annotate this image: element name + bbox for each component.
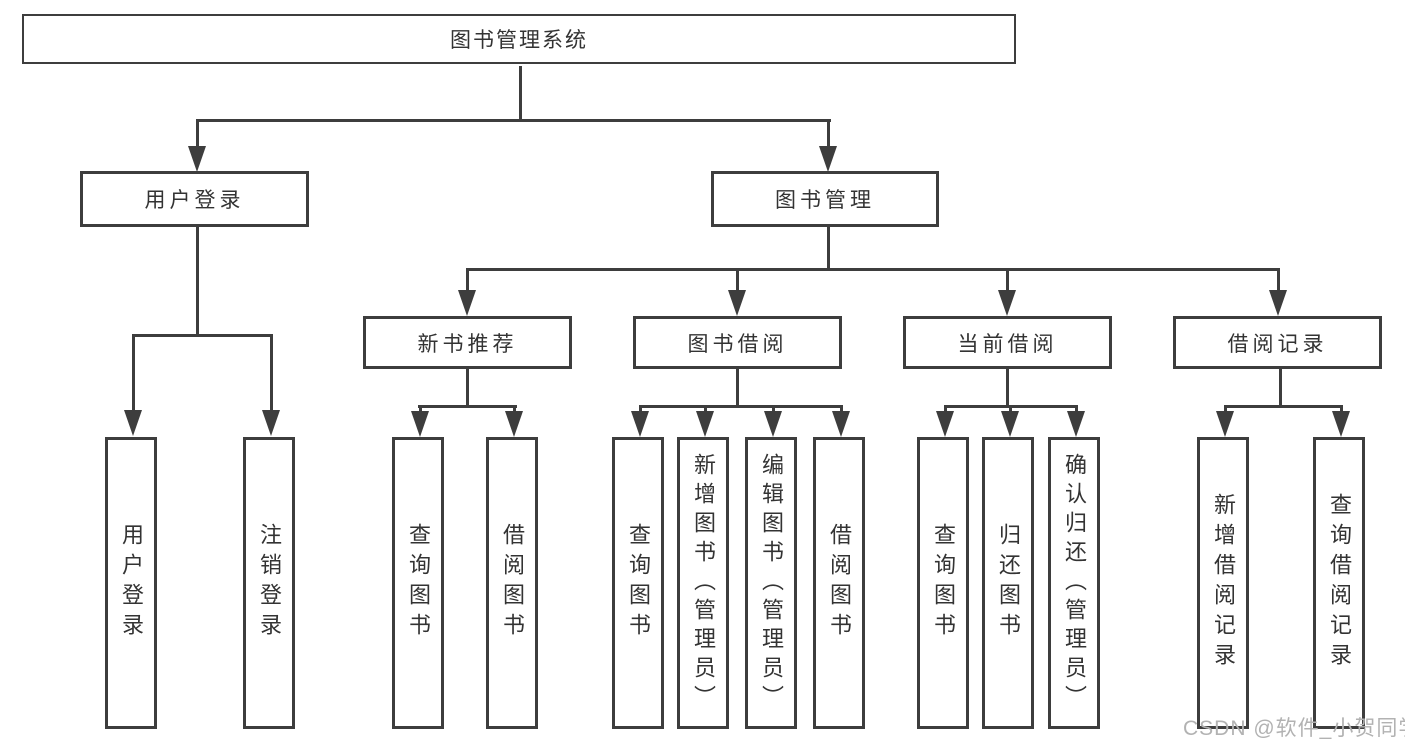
arrowhead-leaf-borrow2-icon	[832, 411, 850, 437]
leaf-logout-label: 注销登录	[257, 523, 282, 643]
node-borrow-records: 借阅记录	[1173, 316, 1382, 369]
leaf-query-borrow-record: 查询借阅记录	[1313, 437, 1365, 729]
leaf-logout: 注销登录	[243, 437, 295, 729]
node-new-book-recommend-label: 新书推荐	[417, 332, 518, 356]
connector-record-split	[1224, 405, 1343, 408]
connector-to-leaf-login	[132, 334, 135, 412]
connector-root-stem	[519, 66, 522, 122]
leaf-borrow-book-2: 借阅图书	[813, 437, 865, 729]
connector-to-current	[1006, 268, 1009, 294]
connector-user-login-split	[132, 334, 273, 337]
arrowhead-leaf-login-icon	[124, 410, 142, 436]
arrowhead-borrow-icon	[728, 290, 746, 316]
leaf-borrow-book-1: 借阅图书	[486, 437, 538, 729]
node-user-login-label: 用户登录	[144, 189, 245, 212]
node-book-management-label: 图书管理	[775, 189, 875, 212]
connector-to-record	[1277, 268, 1280, 294]
arrowhead-leaf-return-icon	[1001, 411, 1019, 437]
connector-to-leaf-logout	[270, 334, 273, 412]
leaf-borrow-book-2-label: 借阅图书	[827, 523, 852, 643]
arrowhead-leaf-query1-icon	[411, 411, 429, 437]
leaf-add-borrow-record: 新增借阅记录	[1197, 437, 1249, 729]
leaf-edit-book-admin: 编辑图书（管理员）	[745, 437, 797, 729]
leaf-borrow-book-1-label: 借阅图书	[500, 523, 525, 643]
connector-borrow-split	[639, 405, 843, 408]
leaf-user-login-label: 用户登录	[119, 523, 144, 643]
arrowhead-leaf-add-book-icon	[696, 411, 714, 437]
arrowhead-leaf-query2-icon	[631, 411, 649, 437]
leaf-query-book-3: 查询图书	[917, 437, 969, 729]
leaf-query-book-3-label: 查询图书	[931, 523, 956, 643]
connector-book-management-split	[468, 268, 1280, 271]
leaf-add-borrow-record-label: 新增借阅记录	[1211, 493, 1236, 673]
leaf-confirm-return-admin-label: 确认归还（管理员）	[1062, 452, 1087, 714]
leaf-add-book-admin: 新增图书（管理员）	[677, 437, 729, 729]
node-book-management: 图书管理	[711, 171, 939, 227]
leaf-return-book: 归还图书	[982, 437, 1034, 729]
node-library-system: 图书管理系统	[22, 14, 1016, 64]
arrowhead-leaf-borrow1-icon	[505, 411, 523, 437]
connector-record-stem	[1279, 369, 1282, 408]
leaf-user-login: 用户登录	[105, 437, 157, 729]
leaf-return-book-label: 归还图书	[996, 523, 1021, 643]
connector-user-login-stem	[196, 227, 199, 337]
arrowhead-leaf-query-record-icon	[1332, 411, 1350, 437]
node-current-borrow-label: 当前借阅	[957, 332, 1058, 356]
connector-to-new-book	[466, 268, 469, 294]
connector-to-book-management	[827, 119, 830, 151]
leaf-query-book-1: 查询图书	[392, 437, 444, 729]
arrowhead-leaf-edit-book-icon	[764, 411, 782, 437]
leaf-query-book-2: 查询图书	[612, 437, 664, 729]
node-library-system-label: 图书管理系统	[450, 29, 588, 52]
arrowhead-book-management-icon	[819, 146, 837, 172]
arrowhead-current-icon	[998, 290, 1016, 316]
connector-borrow-stem	[736, 369, 739, 408]
arrowhead-user-login-icon	[188, 146, 206, 172]
leaf-query-book-1-label: 查询图书	[406, 523, 431, 643]
arrowhead-leaf-confirm-return-icon	[1067, 411, 1085, 437]
leaf-query-book-2-label: 查询图书	[626, 523, 651, 643]
leaf-add-book-admin-label: 新增图书（管理员）	[691, 452, 716, 714]
node-current-borrow: 当前借阅	[903, 316, 1112, 369]
arrowhead-new-book-icon	[458, 290, 476, 316]
connector-book-management-stem	[827, 227, 830, 271]
connector-current-stem	[1006, 369, 1009, 408]
node-borrow-records-label: 借阅记录	[1227, 332, 1328, 356]
csdn-watermark: CSDN @软件_小贺同学	[1183, 717, 1405, 740]
connector-to-user-login	[196, 119, 199, 151]
arrowhead-leaf-logout-icon	[262, 410, 280, 436]
leaf-edit-book-admin-label: 编辑图书（管理员）	[759, 452, 784, 714]
node-new-book-recommend: 新书推荐	[363, 316, 572, 369]
node-user-login: 用户登录	[80, 171, 309, 227]
connector-new-book-stem	[466, 369, 469, 408]
arrowhead-leaf-add-record-icon	[1216, 411, 1234, 437]
node-book-borrow-label: 图书借阅	[687, 332, 788, 356]
connector-root-split	[196, 119, 831, 122]
leaf-query-borrow-record-label: 查询借阅记录	[1327, 493, 1352, 673]
arrowhead-record-icon	[1269, 290, 1287, 316]
leaf-confirm-return-admin: 确认归还（管理员）	[1048, 437, 1100, 729]
connector-new-book-split	[418, 405, 517, 408]
arrowhead-leaf-query3-icon	[936, 411, 954, 437]
connector-to-borrow	[736, 268, 739, 294]
node-book-borrow: 图书借阅	[633, 316, 842, 369]
